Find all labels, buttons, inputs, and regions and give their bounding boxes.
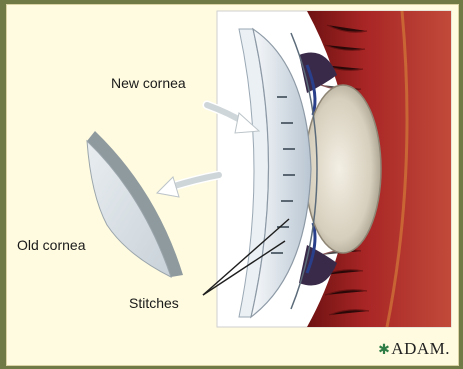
removal-arrow — [157, 175, 219, 197]
old-cornea-graphic — [87, 131, 183, 277]
old-cornea-label: Old cornea — [17, 237, 85, 253]
eye-diagram — [7, 5, 460, 367]
diagram-panel: New cornea Old cornea Stitches ✱ADAM. — [6, 4, 459, 366]
logo-star-icon: ✱ — [378, 343, 390, 358]
stitches-label: Stitches — [129, 295, 179, 311]
new-cornea-label: New cornea — [111, 75, 186, 91]
adam-logo: ✱ADAM. — [378, 339, 450, 359]
logo-text: ADAM. — [391, 339, 450, 358]
